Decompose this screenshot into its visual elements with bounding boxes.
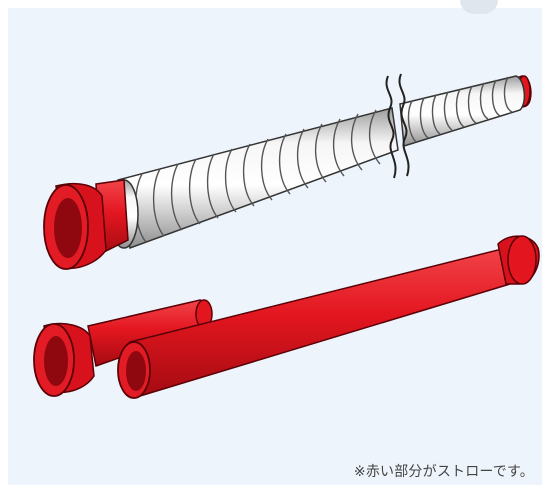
- straw-long: [117, 235, 540, 399]
- insulated-hose-assembly: [43, 73, 532, 270]
- caption-note: ※赤い部分がストローです。: [353, 464, 534, 480]
- decorative-corner: [460, 0, 498, 14]
- straw-short: [33, 299, 213, 397]
